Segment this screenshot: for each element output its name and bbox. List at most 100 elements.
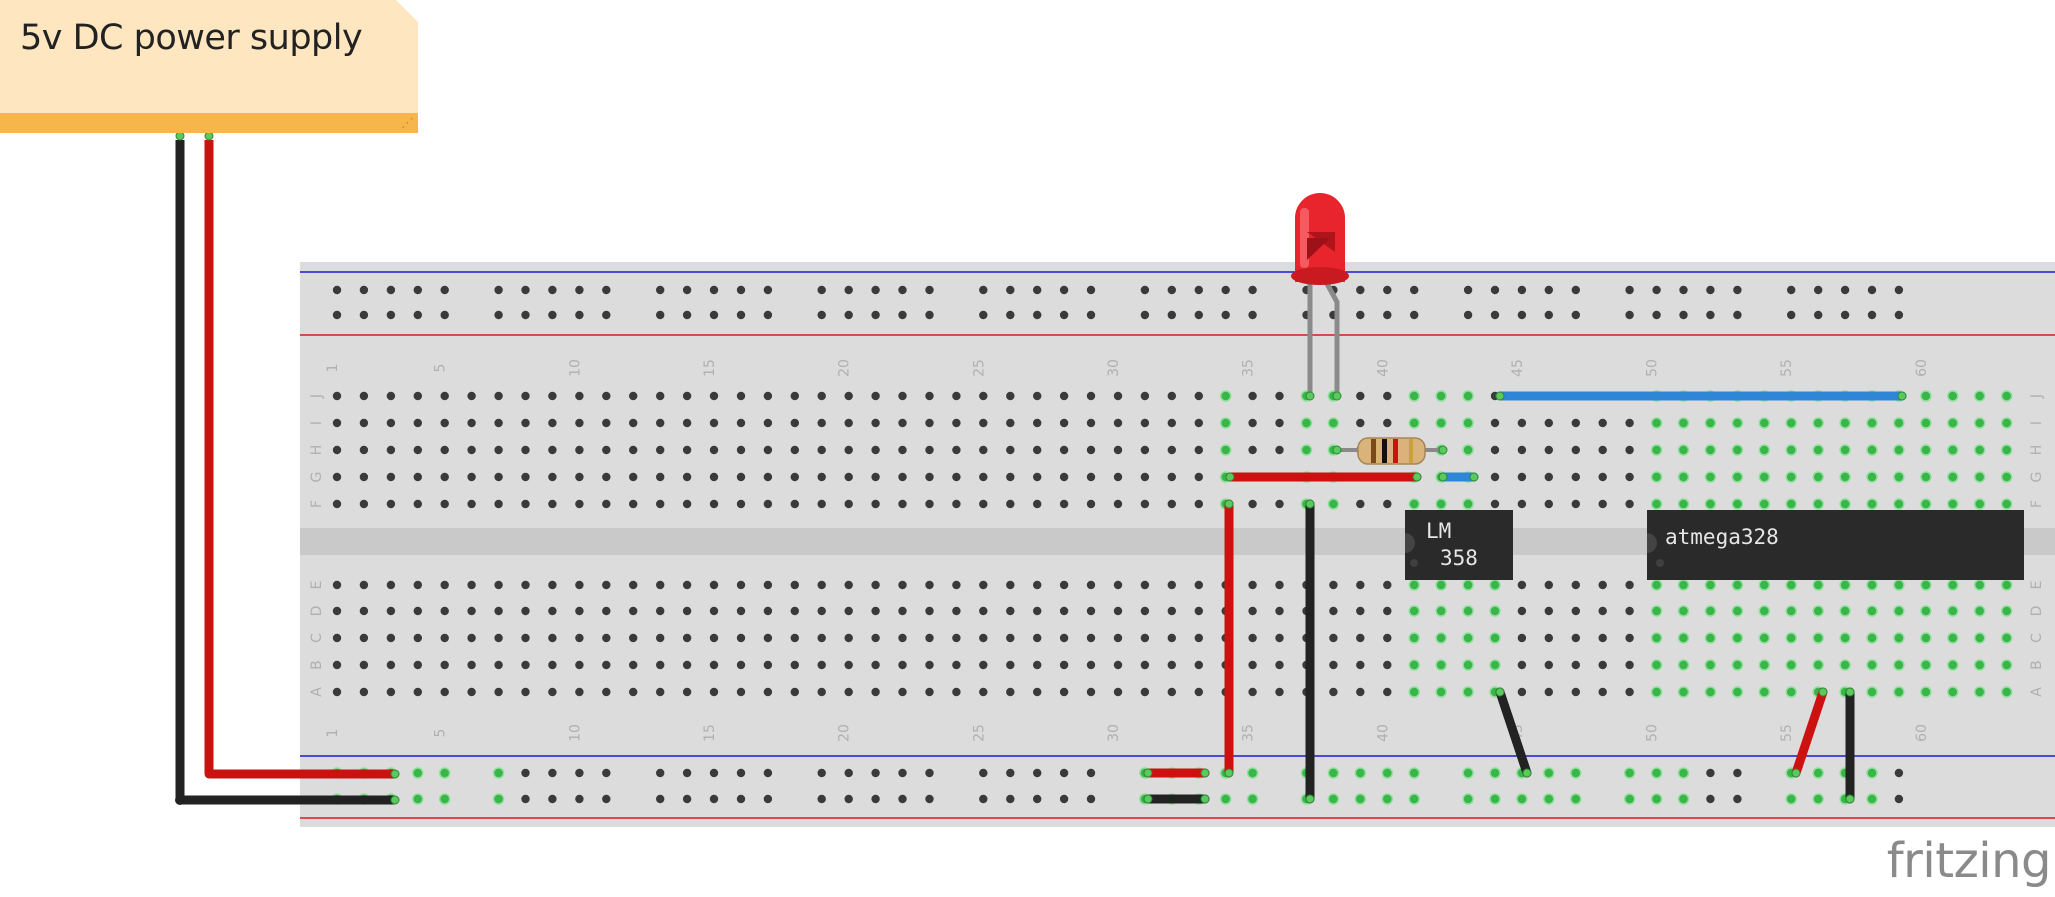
breadboard-hole[interactable] xyxy=(1731,444,1744,456)
breadboard-hole[interactable] xyxy=(1167,580,1177,590)
breadboard-hole[interactable] xyxy=(1785,605,1797,617)
breadboard-hole[interactable] xyxy=(1006,606,1015,616)
breadboard-hole[interactable] xyxy=(1383,660,1392,670)
breadboard-hole[interactable] xyxy=(548,499,557,509)
breadboard-hole[interactable] xyxy=(602,606,611,616)
breadboard-hole[interactable] xyxy=(494,660,503,670)
breadboard-hole[interactable] xyxy=(1490,472,1500,482)
breadboard-hole[interactable] xyxy=(494,633,503,643)
breadboard-hole[interactable] xyxy=(1489,605,1501,617)
breadboard-hole[interactable] xyxy=(1435,417,1447,429)
breadboard-hole[interactable] xyxy=(817,285,826,295)
breadboard-hole[interactable] xyxy=(1677,444,1690,456)
breadboard-hole[interactable] xyxy=(736,660,746,670)
breadboard-hole[interactable] xyxy=(898,580,907,590)
breadboard-hole[interactable] xyxy=(844,310,853,320)
breadboard-hole[interactable] xyxy=(1086,580,1096,590)
breadboard-hole[interactable] xyxy=(1947,632,1959,644)
breadboard-hole[interactable] xyxy=(1167,418,1177,428)
breadboard-hole[interactable] xyxy=(1920,444,1932,456)
breadboard-hole[interactable] xyxy=(467,418,476,428)
resistor[interactable] xyxy=(1337,437,1443,465)
breadboard-hole[interactable] xyxy=(709,445,719,455)
breadboard-hole[interactable] xyxy=(1059,310,1069,320)
breadboard-hole[interactable] xyxy=(1462,686,1474,698)
breadboard-hole[interactable] xyxy=(1140,445,1150,455)
breadboard-hole[interactable] xyxy=(1059,285,1069,295)
breadboard-hole[interactable] xyxy=(1839,579,1851,591)
breadboard-hole[interactable] xyxy=(1920,632,1932,644)
breadboard-hole[interactable] xyxy=(413,445,422,455)
breadboard-hole[interactable] xyxy=(844,794,853,804)
breadboard-hole[interactable] xyxy=(413,633,422,643)
breadboard-hole[interactable] xyxy=(1517,606,1527,616)
breadboard-hole[interactable] xyxy=(1571,418,1581,428)
breadboard-hole[interactable] xyxy=(1194,633,1204,643)
breadboard-hole[interactable] xyxy=(979,768,988,778)
breadboard-hole[interactable] xyxy=(1866,793,1878,805)
breadboard-hole[interactable] xyxy=(1140,580,1150,590)
breadboard-hole[interactable] xyxy=(1113,606,1123,616)
breadboard-hole[interactable] xyxy=(1625,418,1634,428)
breadboard-hole[interactable] xyxy=(467,472,476,482)
breadboard-hole[interactable] xyxy=(1866,579,1878,591)
breadboard-hole[interactable] xyxy=(575,418,584,428)
breadboard-hole[interactable] xyxy=(1462,632,1474,644)
breadboard-hole[interactable] xyxy=(1490,418,1500,428)
breadboard-hole[interactable] xyxy=(1113,472,1123,482)
breadboard-hole[interactable] xyxy=(602,794,611,804)
breadboard-hole[interactable] xyxy=(548,633,557,643)
breadboard-hole[interactable] xyxy=(1787,310,1796,320)
breadboard-hole[interactable] xyxy=(1194,660,1204,670)
breadboard-hole[interactable] xyxy=(548,472,557,482)
breadboard-hole[interactable] xyxy=(1006,310,1015,320)
breadboard-hole[interactable] xyxy=(1704,417,1717,429)
breadboard-hole[interactable] xyxy=(898,418,907,428)
breadboard-hole[interactable] xyxy=(2000,579,2013,591)
breadboard-hole[interactable] xyxy=(1219,417,1232,429)
breadboard-hole[interactable] xyxy=(1812,659,1824,671)
breadboard-hole[interactable] xyxy=(1893,498,1905,510)
breadboard-hole[interactable] xyxy=(1383,391,1392,401)
breadboard-hole[interactable] xyxy=(602,499,611,509)
breadboard-hole[interactable] xyxy=(1435,390,1447,402)
breadboard-hole[interactable] xyxy=(682,660,692,670)
breadboard-hole[interactable] xyxy=(386,606,396,616)
breadboard-hole[interactable] xyxy=(1167,633,1177,643)
breadboard-hole[interactable] xyxy=(1059,606,1069,616)
breadboard-hole[interactable] xyxy=(1462,605,1474,617)
breadboard-hole[interactable] xyxy=(709,472,719,482)
breadboard-hole[interactable] xyxy=(1113,418,1123,428)
breadboard-hole[interactable] xyxy=(871,445,880,455)
breadboard-hole[interactable] xyxy=(1973,579,1986,591)
breadboard-hole[interactable] xyxy=(682,580,692,590)
breadboard-hole[interactable] xyxy=(1973,605,1986,617)
wire-endpoint[interactable] xyxy=(1305,794,1315,804)
breadboard-hole[interactable] xyxy=(682,285,692,295)
breadboard-hole[interactable] xyxy=(898,768,907,778)
red-led[interactable] xyxy=(1291,193,1349,396)
breadboard-hole[interactable] xyxy=(736,418,746,428)
breadboard-hole[interactable] xyxy=(629,472,638,482)
breadboard-hole[interactable] xyxy=(386,660,396,670)
breadboard-hole[interactable] xyxy=(359,580,369,590)
breadboard-hole[interactable] xyxy=(709,687,719,697)
breadboard-hole[interactable] xyxy=(1920,579,1932,591)
breadboard-hole[interactable] xyxy=(709,580,719,590)
breadboard-hole[interactable] xyxy=(1059,687,1069,697)
breadboard-hole[interactable] xyxy=(1570,793,1582,805)
breadboard-hole[interactable] xyxy=(440,391,449,401)
breadboard-hole[interactable] xyxy=(1381,793,1394,805)
breadboard-hole[interactable] xyxy=(1571,633,1581,643)
breadboard-hole[interactable] xyxy=(952,445,961,455)
breadboard-hole[interactable] xyxy=(1167,445,1177,455)
breadboard-hole[interactable] xyxy=(1544,472,1554,482)
breadboard-hole[interactable] xyxy=(1571,445,1581,455)
breadboard-hole[interactable] xyxy=(1625,285,1634,295)
breadboard-hole[interactable] xyxy=(1086,660,1096,670)
breadboard-hole[interactable] xyxy=(763,660,773,670)
breadboard-hole[interactable] xyxy=(817,418,826,428)
breadboard-hole[interactable] xyxy=(1758,659,1771,671)
breadboard-hole[interactable] xyxy=(1490,445,1500,455)
breadboard-hole[interactable] xyxy=(736,768,746,778)
